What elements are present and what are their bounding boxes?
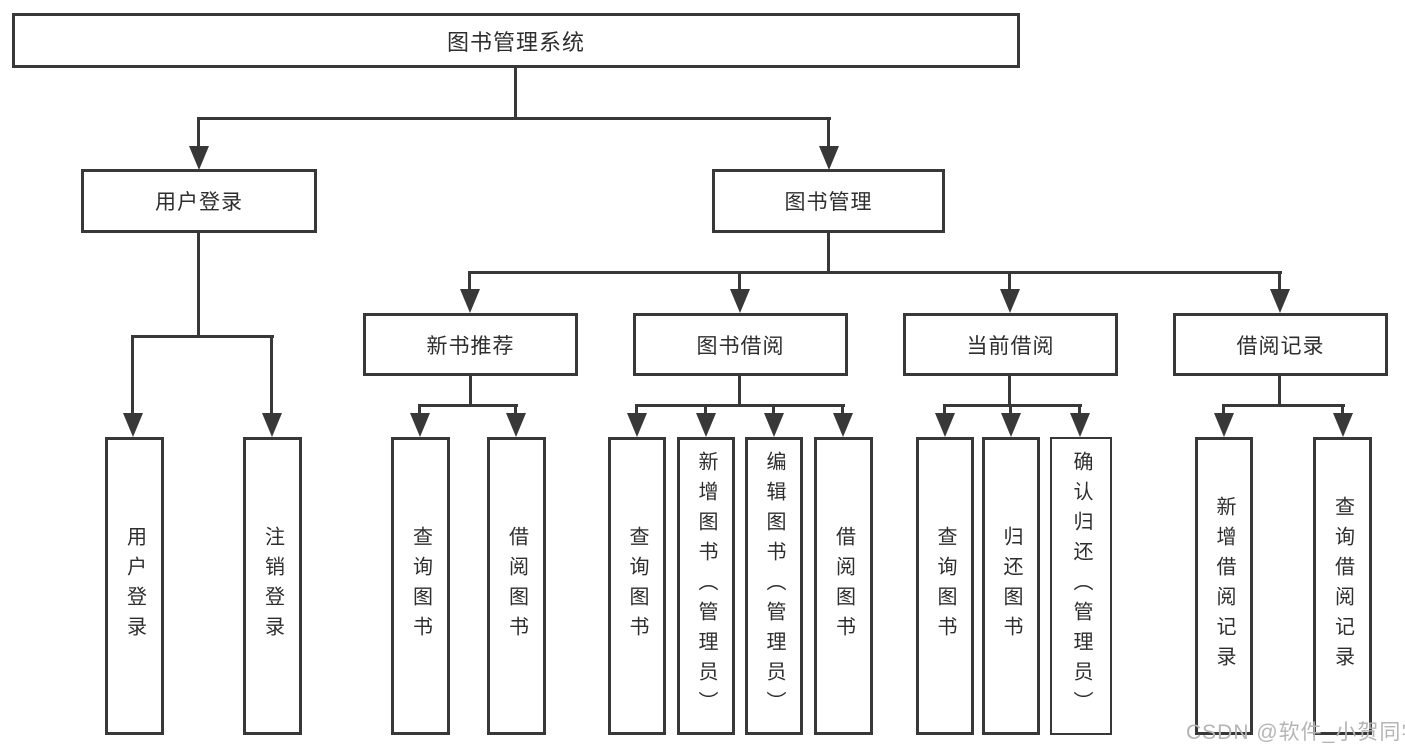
node-label: 查询图书 [409,526,432,646]
arrow-down-icon [819,146,839,170]
connector-user-login-stem [197,233,200,337]
connector-rail [418,404,518,407]
arrow-down-icon [1070,413,1090,437]
connector-leaf-drop [772,404,775,416]
connector-leaf-drop [131,335,134,415]
leaf-edit-book-admin: 编辑图书（管理员） [745,437,803,735]
arrow-down-icon [627,413,647,437]
watermark: CSDN @软件_小贺同学 [1186,721,1405,744]
node-label: 新书推荐 [426,334,515,358]
node-label: 用户登录 [123,526,146,646]
node-label: 图书管理系统 [446,29,585,55]
leaf-query-book: 查询图书 [916,437,974,735]
connector-leaf-drop [841,404,844,416]
connector-stem [1008,376,1011,406]
connector-rail [943,404,1082,407]
connector-root-rail [197,117,831,120]
leaf-user-login: 用户登录 [105,437,164,735]
leaf-borrow-book: 借阅图书 [487,437,546,735]
connector-rail [635,404,845,407]
connector-leaf-drop [1341,404,1344,416]
leaf-query-borrow-record: 查询借阅记录 [1313,437,1372,735]
leaf-query-book: 查询图书 [391,437,450,735]
arrow-down-icon [460,289,480,313]
leaf-return-book: 归还图书 [982,437,1040,735]
connector-book-mgmt-stem [827,233,830,273]
node-new-book-recommend: 新书推荐 [363,313,578,376]
leaf-add-book-admin: 新增图书（管理员） [677,437,735,735]
arrow-down-icon [262,413,282,437]
node-label: 新增借阅记录 [1213,496,1235,676]
leaf-logout: 注销登录 [243,437,302,735]
connector-leaf-drop [1009,404,1012,416]
arrow-down-icon [1000,289,1020,313]
node-library-management-system: 图书管理系统 [12,13,1020,68]
connector-user-login-drop [197,117,200,149]
connector-l3-drop [1278,271,1281,291]
node-label: 注销登录 [261,526,284,646]
node-label: 归还图书 [1000,526,1022,646]
connector-rail [1222,404,1345,407]
connector-stem [738,376,741,406]
arrow-down-icon [410,413,430,437]
node-label: 确认归还（管理员） [1070,451,1092,721]
arrow-down-icon [696,413,716,437]
arrow-down-icon [833,413,853,437]
node-label: 借阅图书 [505,526,528,646]
node-label: 借阅图书 [832,526,855,646]
connector-book-mgmt-drop [827,117,830,149]
node-label: 当前借阅 [966,334,1055,358]
connector-leaf-drop [514,404,517,416]
connector-leaf-drop [418,404,421,416]
arrow-down-icon [189,146,209,170]
arrow-down-icon [1214,413,1234,437]
connector-stem [1278,376,1281,406]
connector-leaf-drop [704,404,707,416]
connector-book-mgmt-rail [468,271,1282,274]
node-label: 用户登录 [155,191,243,214]
connector-l3-drop [1008,271,1011,291]
node-user-login-branch: 用户登录 [81,169,317,233]
arrow-down-icon [123,413,143,437]
connector-leaf-drop [1078,404,1081,416]
node-label: 查询借阅记录 [1331,496,1354,676]
node-label: 编辑图书（管理员） [763,451,785,721]
node-borrow-record: 借阅记录 [1173,313,1388,376]
connector-leaf-drop [270,335,273,415]
node-book-management-branch: 图书管理 [712,169,945,233]
arrow-down-icon [1270,289,1290,313]
leaf-borrow-book: 借阅图书 [814,437,873,735]
leaf-add-borrow-record: 新增借阅记录 [1195,437,1253,735]
connector-leaf-drop [943,404,946,416]
arrow-down-icon [730,289,750,313]
leaf-confirm-return-admin: 确认归还（管理员） [1050,437,1112,735]
leaf-query-book: 查询图书 [608,437,666,735]
arrow-down-icon [935,413,955,437]
node-current-borrow: 当前借阅 [903,313,1118,376]
connector-l3-drop [468,271,471,291]
arrow-down-icon [506,413,526,437]
connector-leaf-drop [1222,404,1225,416]
node-label: 借阅记录 [1236,334,1325,358]
node-label: 查询图书 [626,526,648,646]
node-label: 查询图书 [934,526,956,646]
node-label: 新增图书（管理员） [695,451,717,721]
connector-leaf-drop [635,404,638,416]
connector-stem [469,376,472,406]
arrow-down-icon [764,413,784,437]
connector-l3-drop [738,271,741,291]
node-label: 图书管理 [784,191,873,214]
node-book-borrow: 图书借阅 [633,313,848,376]
connector-root-stem [514,68,517,119]
node-label: 图书借阅 [696,334,785,358]
arrow-down-icon [1333,413,1353,437]
connector-user-login-rail [131,335,274,338]
arrow-down-icon [1001,413,1021,437]
